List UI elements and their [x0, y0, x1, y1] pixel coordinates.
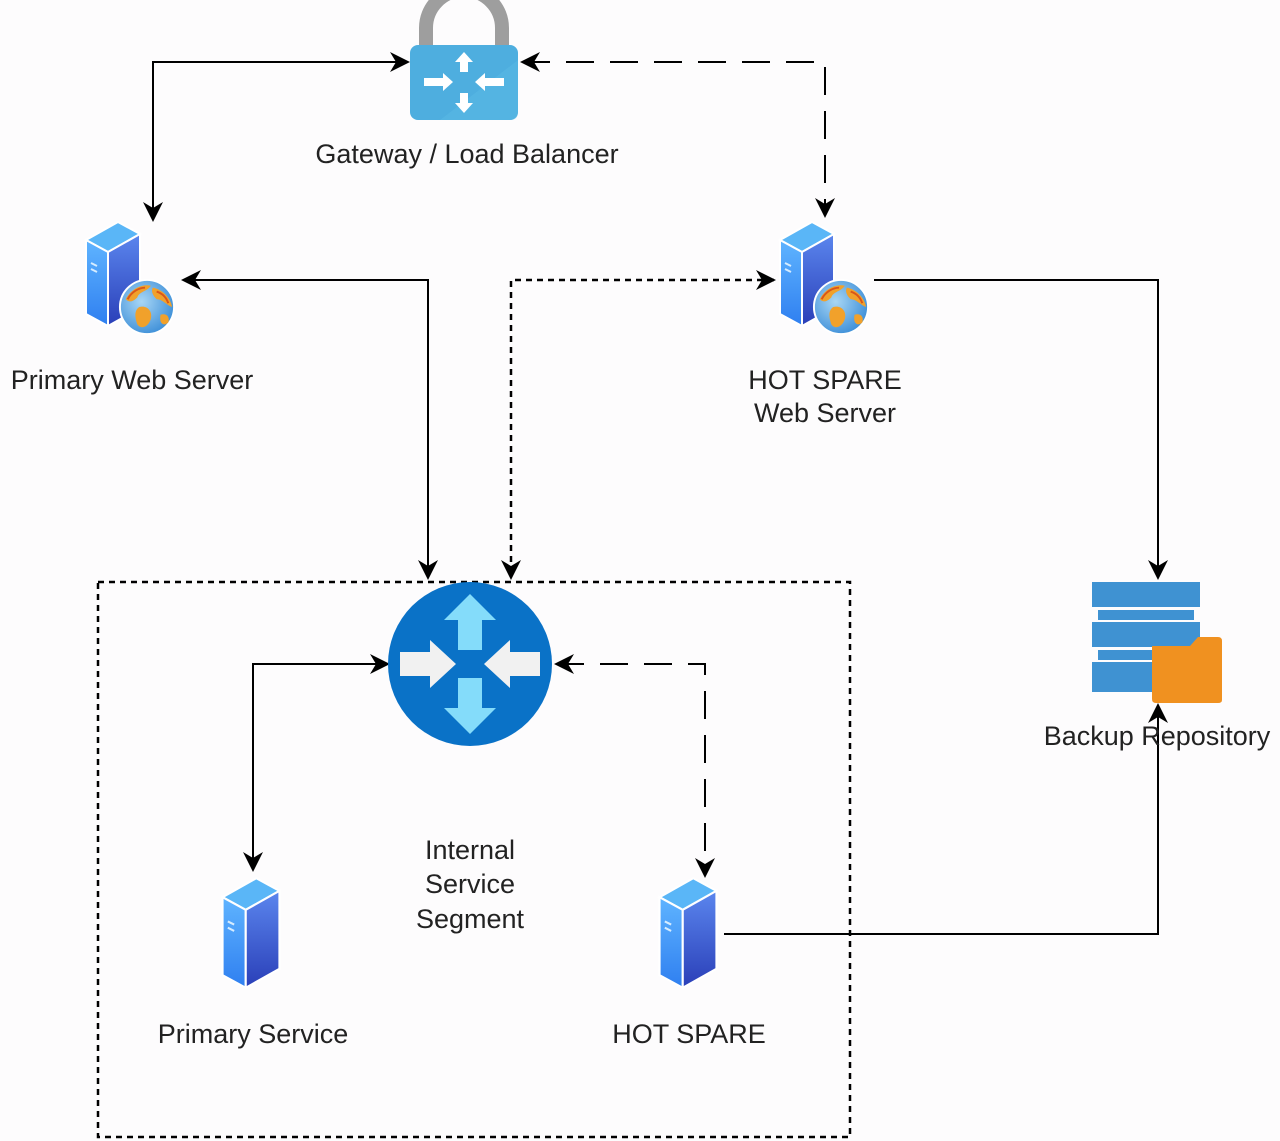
backup-repository-label: Backup Repository — [1044, 721, 1271, 751]
backup-repository-node[interactable]: Backup Repository — [1044, 582, 1271, 751]
primary-web-server-label: Primary Web Server — [11, 365, 254, 395]
hotspare-web-label-line1: HOT SPARE — [748, 365, 902, 395]
internal-segment-label: Internal Service Segment — [416, 835, 525, 934]
internal-segment-boundary — [96, 580, 852, 1139]
storage-folder-icon — [1092, 582, 1222, 703]
segment-label-line2: Service — [425, 869, 515, 899]
lock-load-balancer-icon — [410, 0, 518, 120]
edge-router-hotspare-service — [554, 654, 715, 878]
hotspare-service-node[interactable]: HOT SPARE — [612, 877, 766, 1049]
edge-hotspare-service-backup — [724, 703, 1168, 935]
server-icon — [658, 877, 718, 989]
gateway-node[interactable]: Gateway / Load Balancer — [315, 0, 619, 169]
router-icon — [388, 582, 552, 746]
server-icon — [221, 877, 281, 989]
primary-service-node[interactable]: Primary Service — [158, 877, 349, 1049]
hotspare-web-label-line2: Web Server — [754, 398, 896, 428]
segment-label-line3: Segment — [416, 904, 525, 934]
edge-gateway-hotspare-web — [520, 52, 835, 218]
primary-service-label: Primary Service — [158, 1019, 349, 1049]
globe-icon — [118, 278, 176, 336]
segment-label-line1: Internal — [425, 835, 515, 865]
hotspare-service-label: HOT SPARE — [612, 1019, 766, 1049]
primary-web-server-node[interactable]: Primary Web Server — [11, 221, 254, 395]
edge-hotspare-web-backup — [874, 279, 1168, 580]
edge-hotspare-web-router — [501, 270, 776, 580]
edge-router-primary-service — [243, 654, 390, 872]
gateway-label: Gateway / Load Balancer — [315, 139, 618, 169]
router-node[interactable] — [388, 582, 552, 746]
globe-icon — [812, 278, 870, 336]
hotspare-web-server-node[interactable]: HOT SPARE Web Server — [748, 221, 902, 428]
edge-gateway-primary-web — [143, 52, 410, 222]
edge-primary-web-router — [181, 270, 438, 580]
